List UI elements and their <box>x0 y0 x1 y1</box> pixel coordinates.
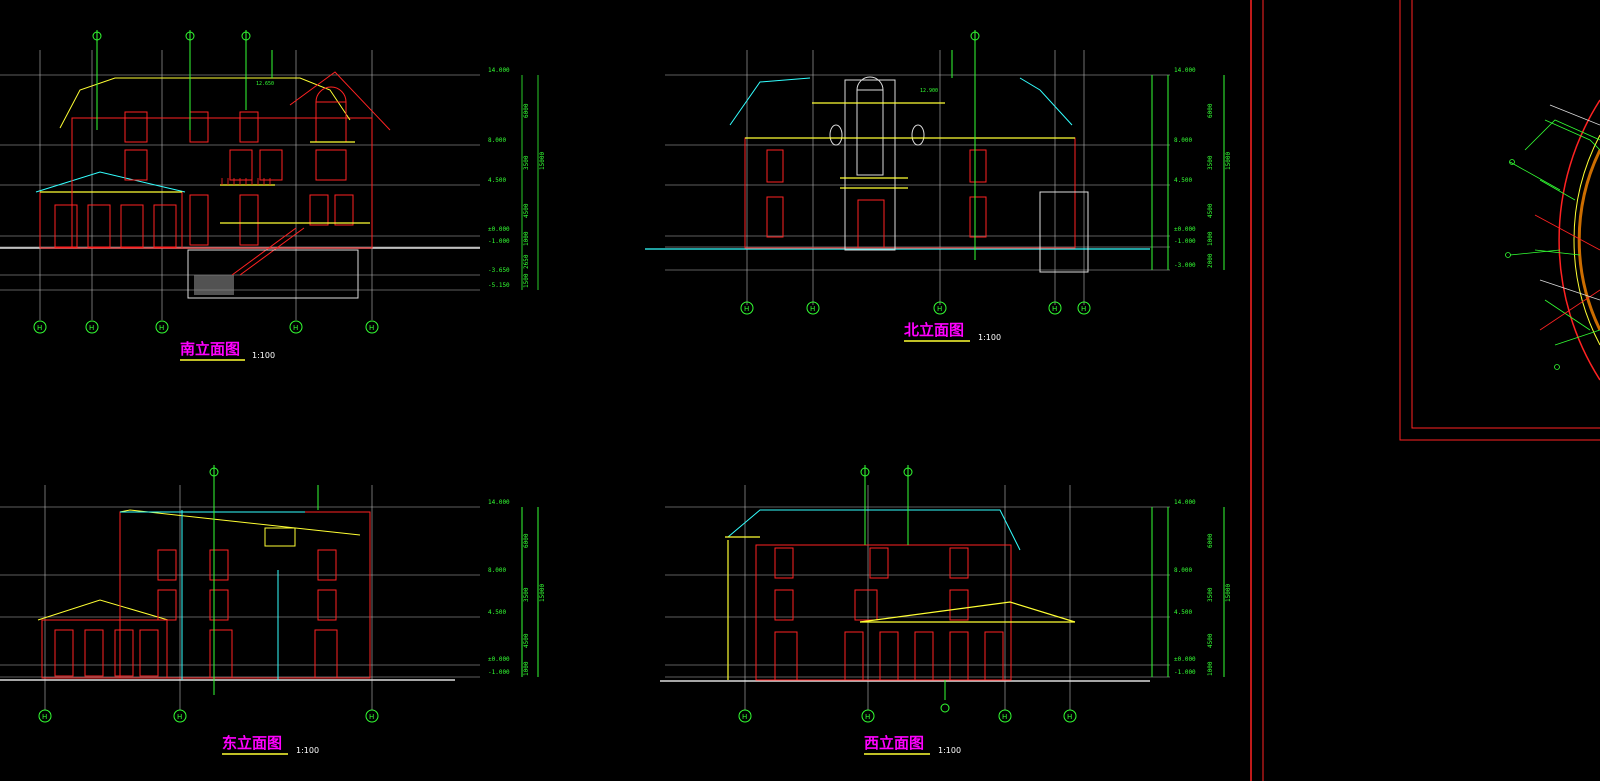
east-axis-3: H <box>369 713 374 721</box>
south-level-5: -1.000 <box>488 238 510 245</box>
south-elevation-title: 南立面图 <box>180 340 240 358</box>
east-elevation-scale: 1:100 <box>296 746 319 755</box>
east-dim-1: 6000 <box>523 533 530 548</box>
south-axis-3: H <box>159 324 164 332</box>
west-elevation: H H H H 14.000 8.000 4.500 ±0.000 -1.000… <box>660 465 1232 755</box>
east-axis-2: H <box>177 713 182 721</box>
north-axis-1: H <box>744 305 749 313</box>
south-level-2: 8.000 <box>488 137 506 144</box>
west-dim-5: 1000 <box>1207 661 1214 676</box>
north-elevation-scale: 1:100 <box>978 333 1001 342</box>
south-level-1: 14.000 <box>488 67 510 74</box>
east-level-1: 14.000 <box>488 499 510 506</box>
east-level-4: ±0.000 <box>488 656 510 663</box>
west-level-4: ±0.000 <box>1174 656 1196 663</box>
north-dim-3: 15000 <box>1225 152 1232 170</box>
south-axis-5: H <box>369 324 374 332</box>
south-dim-4: 4500 <box>523 203 530 218</box>
west-level-2: 8.000 <box>1174 567 1192 574</box>
south-axis-1: H <box>37 324 42 332</box>
north-spot-label: 12.900 <box>920 88 938 94</box>
north-level-2: 8.000 <box>1174 137 1192 144</box>
west-dim-2: 3500 <box>1207 587 1214 602</box>
north-level-4: ±0.000 <box>1174 226 1196 233</box>
north-elevation-title: 北立面图 <box>904 321 964 339</box>
north-dim-6: 2000 <box>1207 253 1214 268</box>
east-elevation-title: 东立面图 <box>222 734 282 752</box>
south-dim-2: 3500 <box>523 155 530 170</box>
north-axis-3: H <box>937 305 942 313</box>
east-dim-3: 15000 <box>539 584 546 602</box>
south-axis-4: H <box>293 324 298 332</box>
west-dim-1: 6000 <box>1207 533 1214 548</box>
west-level-1: 14.000 <box>1174 499 1196 506</box>
north-dim-5: 1000 <box>1207 231 1214 246</box>
west-dim-4: 4500 <box>1207 633 1214 648</box>
west-axis-3: H <box>1002 713 1007 721</box>
north-level-6: -3.000 <box>1174 262 1196 269</box>
south-axis-2: H <box>89 324 94 332</box>
north-level-1: 14.000 <box>1174 67 1196 74</box>
west-axis-2: H <box>865 713 870 721</box>
north-elevation: H H H H H 14.000 8.000 4.500 ±0.000 -1.0… <box>645 30 1232 342</box>
east-dim-4: 4500 <box>523 633 530 648</box>
radial-plan-fragment <box>1505 99 1600 381</box>
west-elevation-title: 西立面图 <box>864 734 924 752</box>
south-level-7: -5.150 <box>488 282 510 289</box>
east-level-2: 8.000 <box>488 567 506 574</box>
south-level-6: -3.650 <box>488 267 510 274</box>
north-axis-4: H <box>1052 305 1057 313</box>
east-level-5: -1.000 <box>488 669 510 676</box>
south-dim-7: 1500 <box>523 273 530 288</box>
east-dim-5: 1000 <box>523 661 530 676</box>
north-axis-2: H <box>810 305 815 313</box>
south-dim-3: 15000 <box>539 152 546 170</box>
south-spot-label: 12.650 <box>256 81 274 87</box>
north-axis-5: H <box>1081 305 1086 313</box>
south-dim-1: 6000 <box>523 103 530 118</box>
west-elevation-scale: 1:100 <box>938 746 961 755</box>
east-elevation: H H H 14.000 8.000 4.500 ±0.000 -1.000 6… <box>0 465 546 755</box>
south-dim-5: 1000 <box>523 231 530 246</box>
sheet-frame <box>1250 0 1600 781</box>
east-axis-1: H <box>42 713 47 721</box>
west-level-5: -1.000 <box>1174 669 1196 676</box>
south-level-4: ±0.000 <box>488 226 510 233</box>
south-elevation: H H H H H 14.000 8.000 4.500 ±0.000 -1.0… <box>0 30 546 361</box>
west-axis-4: H <box>1067 713 1072 721</box>
north-dim-1: 6000 <box>1207 103 1214 118</box>
south-dim-6: 2650 <box>523 254 530 269</box>
north-level-5: -1.000 <box>1174 238 1196 245</box>
north-dim-2: 3500 <box>1207 155 1214 170</box>
south-elevation-scale: 1:100 <box>252 351 275 360</box>
west-axis-1: H <box>742 713 747 721</box>
south-level-3: 4.500 <box>488 177 506 184</box>
north-dim-4: 4500 <box>1207 203 1214 218</box>
west-dim-3: 15000 <box>1225 584 1232 602</box>
north-level-3: 4.500 <box>1174 177 1192 184</box>
east-dim-2: 3500 <box>523 587 530 602</box>
east-level-3: 4.500 <box>488 609 506 616</box>
west-level-3: 4.500 <box>1174 609 1192 616</box>
